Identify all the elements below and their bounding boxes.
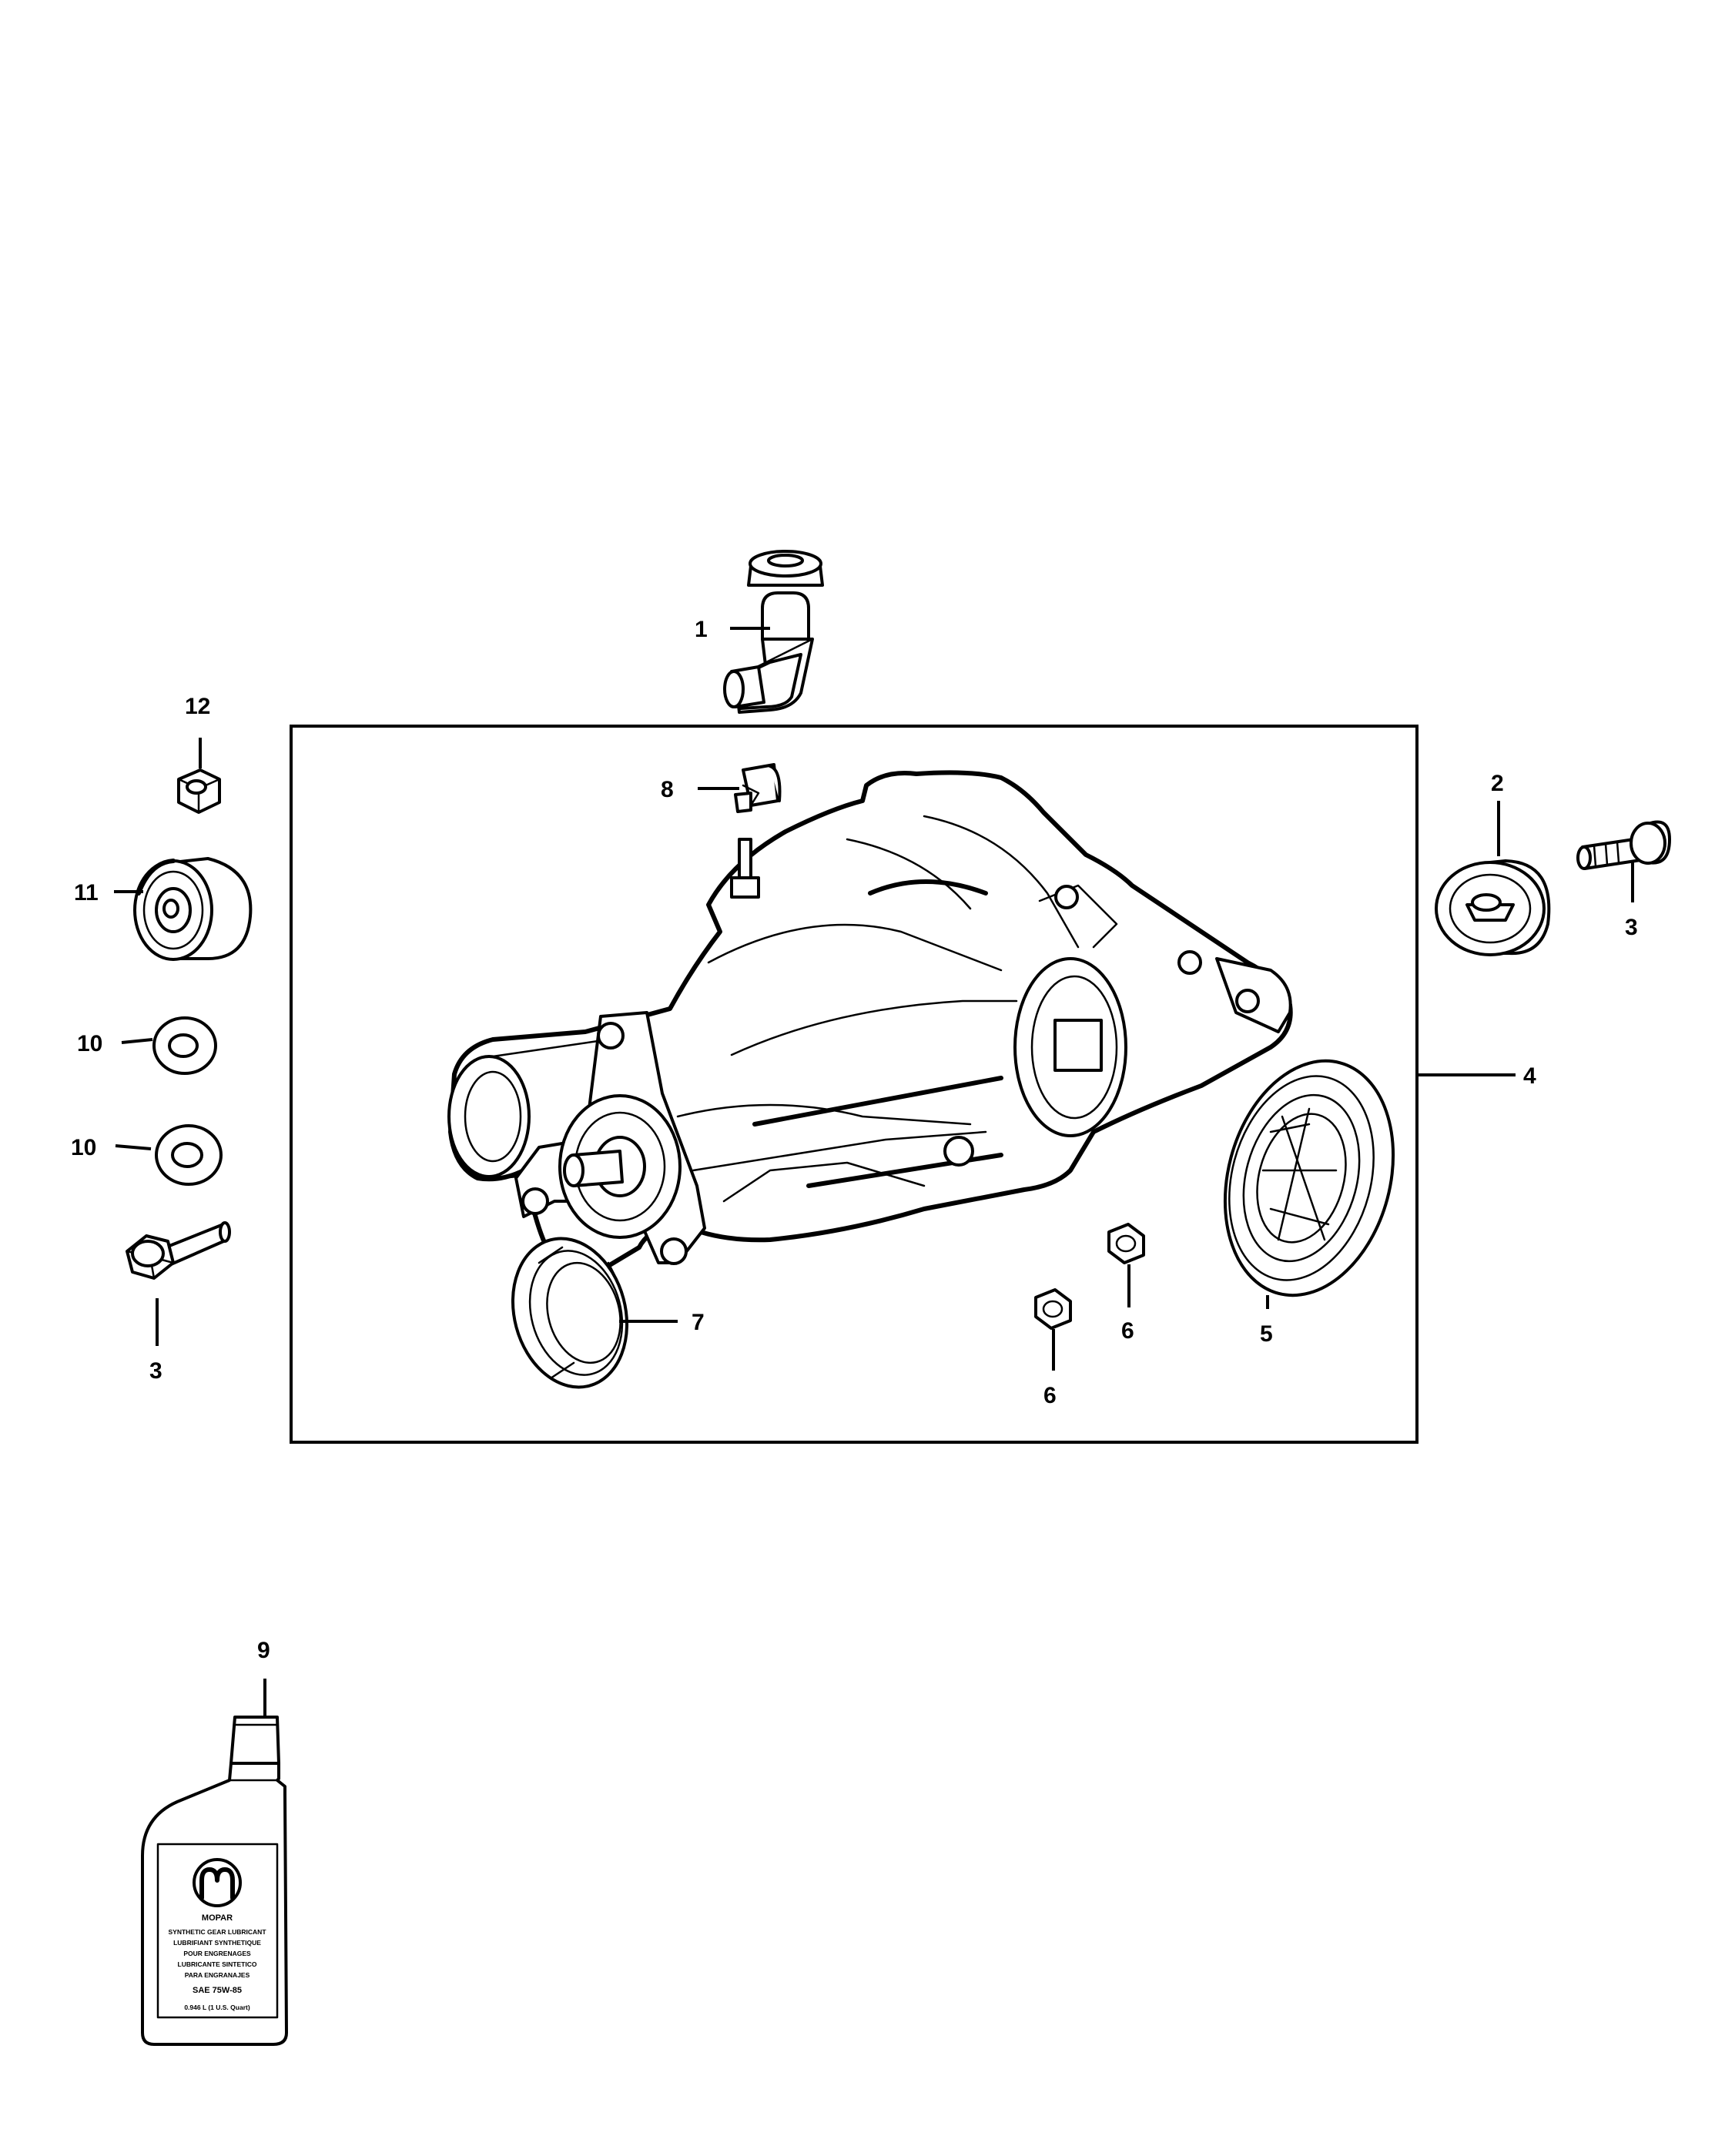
clip-part — [734, 763, 782, 813]
washer-part-b — [155, 1124, 223, 1186]
bottle-volume: 0.946 L (1 U.S. Quart) — [184, 2004, 250, 2011]
mount-bushing-part — [133, 857, 253, 961]
nut-part-a — [1107, 1223, 1145, 1264]
callout-9: 9 — [257, 1638, 270, 1663]
hex-nut-part — [177, 768, 221, 814]
callout-12: 12 — [185, 694, 210, 719]
bottle-grade: SAE 75W-85 — [193, 1986, 242, 1995]
callout-4: 4 — [1523, 1063, 1536, 1089]
callout-7: 7 — [692, 1310, 705, 1335]
bottle-line2: LUBRIFIANT SYNTHETIQUE — [173, 1939, 261, 1947]
bottle-brand: MOPAR — [202, 1913, 233, 1923]
bottle-line1: SYNTHETIC GEAR LUBRICANT — [168, 1928, 266, 1936]
vent-tube-part — [723, 550, 824, 714]
differential-housing-part — [447, 770, 1293, 1276]
callout-5: 5 — [1260, 1321, 1273, 1347]
leader-10a — [121, 1038, 153, 1044]
bottle-line4: LUBRICANTE SINTETICO — [178, 1960, 257, 1968]
nut-part-b — [1034, 1288, 1072, 1330]
bolt-part-left — [126, 1221, 231, 1280]
callout-3-left: 3 — [149, 1358, 162, 1384]
bushing-part — [1435, 859, 1551, 956]
callout-8: 8 — [661, 777, 674, 802]
assembly-box — [290, 725, 1419, 1444]
bottle-line3: POUR ENGRENAGES — [183, 1950, 251, 1957]
callout-10a: 10 — [77, 1031, 102, 1056]
callout-6b: 6 — [1043, 1383, 1057, 1408]
lubricant-bottle-part: MOPAR SYNTHETIC GEAR LUBRICANT LUBRIFIAN… — [141, 1716, 288, 2046]
axle-seal-part — [1223, 1059, 1395, 1297]
bottle-line5: PARA ENGRANAJES — [185, 1971, 250, 1979]
callout-2: 2 — [1491, 771, 1504, 796]
washer-part-a — [152, 1016, 217, 1075]
pinion-seal-part — [511, 1237, 629, 1389]
leader-10b — [115, 1144, 152, 1150]
callout-11: 11 — [74, 880, 99, 906]
callout-6a: 6 — [1121, 1318, 1134, 1344]
bolt-part-right — [1576, 820, 1671, 870]
callout-1: 1 — [695, 617, 708, 642]
callout-10b: 10 — [71, 1135, 96, 1160]
callout-3-right: 3 — [1625, 915, 1638, 940]
